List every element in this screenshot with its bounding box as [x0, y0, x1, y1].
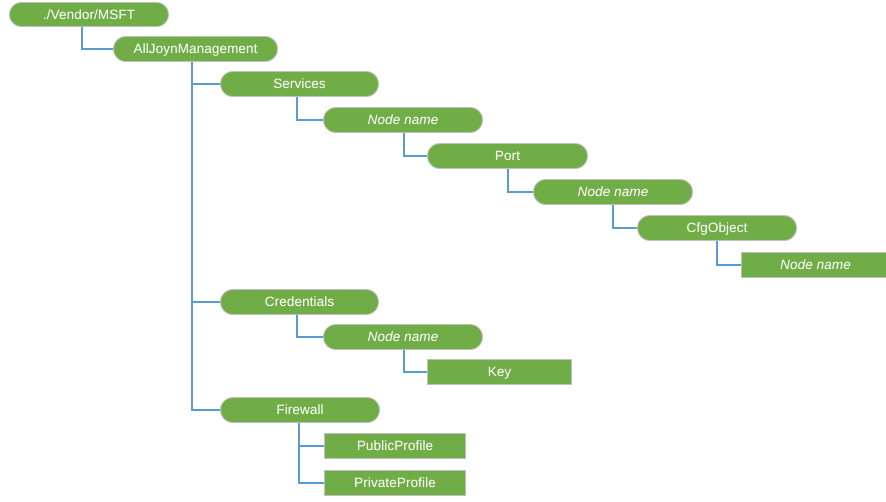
tree-node-vendor-msft[interactable]: ./Vendor/MSFT — [9, 2, 169, 27]
tree-node-cfgobject-node-name[interactable]: Node name — [741, 252, 886, 278]
tree-node-firewall[interactable]: Firewall — [220, 397, 380, 423]
tree-node-label: Credentials — [264, 294, 335, 310]
tree-node-services[interactable]: Services — [220, 71, 379, 97]
edge-alljoyn-to-credentials — [191, 62, 220, 303]
tree-node-credentials[interactable]: Credentials — [220, 289, 379, 315]
edge-credentials-to-nodename — [296, 315, 323, 338]
tree-node-label: Node name — [367, 329, 439, 345]
tree-node-label: Node name — [367, 112, 439, 128]
edge-firewall-to-privateprofile — [298, 423, 324, 484]
tree-node-port[interactable]: Port — [427, 143, 588, 169]
tree-node-label: Firewall — [276, 402, 324, 418]
edge-nodename-to-cfgobject — [612, 205, 637, 229]
edge-nodename-to-port — [403, 133, 427, 157]
tree-node-label: PrivateProfile — [354, 475, 436, 491]
tree-node-label: Node name — [577, 184, 649, 200]
tree-node-label: CfgObject — [686, 220, 748, 236]
edge-port-to-nodename — [507, 169, 533, 193]
tree-node-port-node-name[interactable]: Node name — [533, 179, 693, 205]
tree-node-services-node-name[interactable]: Node name — [323, 107, 483, 133]
tree-node-credentials-node-name[interactable]: Node name — [323, 324, 483, 350]
edge-alljoyn-to-firewall — [191, 62, 220, 411]
tree-node-label: Port — [494, 148, 521, 164]
tree-node-publicprofile[interactable]: PublicProfile — [324, 433, 466, 459]
tree-node-label: Services — [273, 76, 326, 92]
edge-nodename-to-key — [403, 350, 427, 373]
tree-node-cfgobject[interactable]: CfgObject — [637, 215, 797, 241]
edge-vendor-to-alljoyn — [81, 27, 113, 50]
edge-cfgobject-to-nodename — [716, 241, 741, 266]
tree-node-label: Node name — [780, 257, 851, 273]
edge-firewall-to-publicprofile — [298, 423, 324, 447]
tree-node-privateprofile[interactable]: PrivateProfile — [324, 470, 466, 496]
edge-alljoyn-to-services — [191, 62, 220, 85]
tree-node-label: PublicProfile — [356, 438, 434, 454]
tree-node-label: AllJoynManagement — [133, 41, 258, 57]
tree-node-key[interactable]: Key — [427, 359, 572, 385]
tree-node-label: ./Vendor/MSFT — [42, 6, 136, 22]
tree-node-alljoynmanagement[interactable]: AllJoynManagement — [113, 36, 278, 62]
edge-services-to-nodename — [296, 97, 323, 121]
tree-node-label: Key — [487, 364, 512, 380]
